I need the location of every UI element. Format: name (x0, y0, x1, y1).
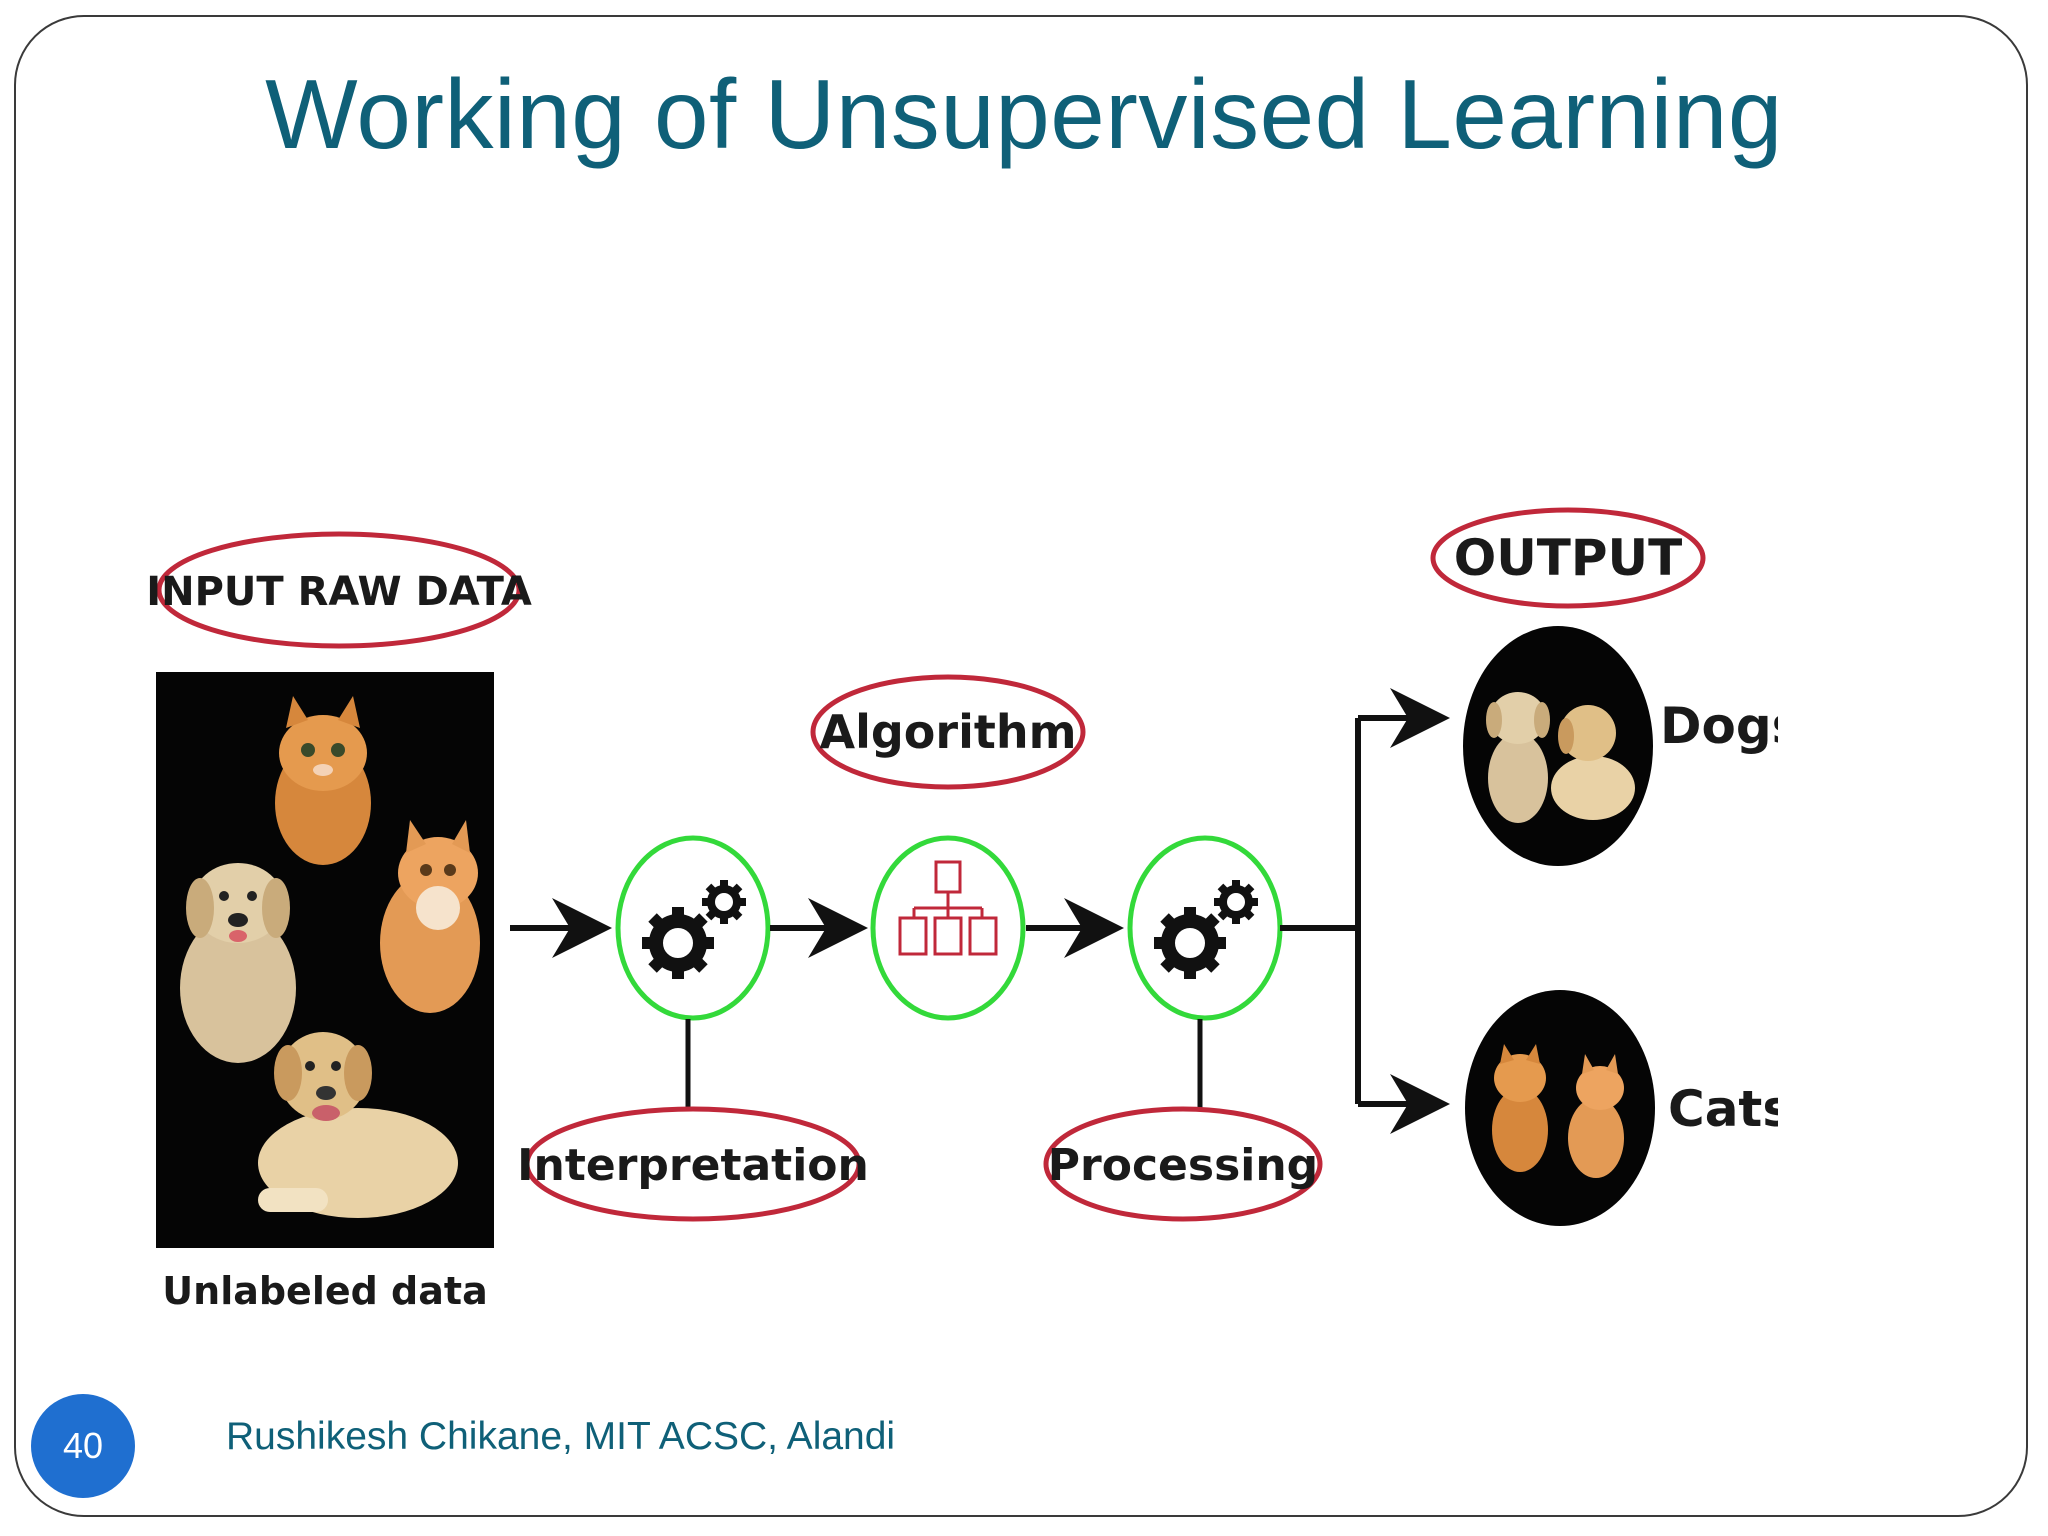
algorithm-node (873, 838, 1023, 1018)
output-branch-connector (1280, 718, 1438, 1104)
svg-text:Interpretation: Interpretation (517, 1140, 869, 1191)
unlabeled-data-caption: Unlabeled data (162, 1269, 487, 1313)
dogs-cluster (1463, 626, 1653, 866)
puppy-image (180, 863, 296, 1063)
unlabeled-data-image (156, 672, 494, 1248)
cats-cluster (1465, 990, 1655, 1226)
footer-author: Rushikesh Chikane, MIT ACSC, Alandi (226, 1415, 895, 1459)
unsupervised-learning-diagram: INPUT RAW DATA (148, 498, 1778, 1328)
svg-text:INPUT RAW DATA: INPUT RAW DATA (148, 569, 532, 615)
dog-image (1486, 692, 1550, 823)
svg-text:Processing: Processing (1048, 1140, 1318, 1191)
page-number-badge: 40 (31, 1394, 135, 1498)
kitten-image (1492, 1044, 1548, 1172)
input-raw-data-label: INPUT RAW DATA (148, 534, 532, 646)
slide-title: Working of Unsupervised Learning (0, 58, 2048, 171)
algorithm-label: Algorithm (813, 677, 1083, 787)
interpretation-node (618, 838, 768, 1018)
cats-label: Cats (1668, 1080, 1778, 1138)
processing-label: Processing (1046, 1109, 1320, 1219)
output-label: OUTPUT (1433, 510, 1703, 606)
svg-text:OUTPUT: OUTPUT (1454, 529, 1683, 587)
svg-text:Algorithm: Algorithm (819, 705, 1076, 759)
dogs-label: Dogs (1660, 697, 1778, 755)
interpretation-label: Interpretation (517, 1109, 869, 1219)
processing-node (1130, 838, 1280, 1018)
kitten-image (275, 696, 371, 865)
